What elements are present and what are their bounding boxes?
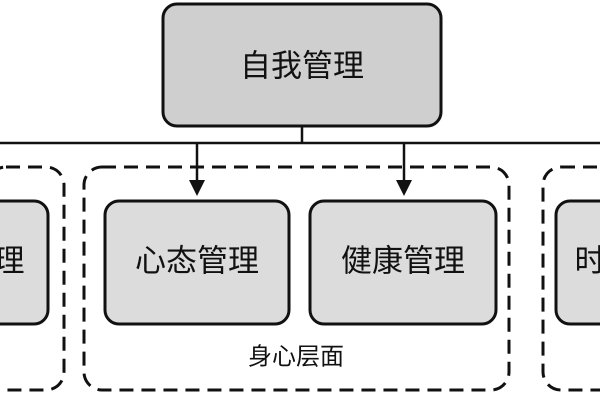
left-partial-dashed-border xyxy=(0,165,66,392)
body-mind-group-border xyxy=(82,165,511,392)
mindset-management-box xyxy=(103,199,291,326)
right-partial-box-label: 时 xyxy=(575,244,600,280)
mindset-arrow-icon xyxy=(189,180,205,196)
health-management-label: 健康管理 xyxy=(341,244,465,280)
health-management-box xyxy=(308,199,498,326)
body-mind-group-label: 身心层面 xyxy=(248,343,344,371)
health-arrow-icon xyxy=(396,180,412,196)
left-partial-group: 理 xyxy=(0,165,66,392)
left-partial-box-label: 理 xyxy=(0,244,25,280)
right-partial-group: 时 xyxy=(541,165,600,392)
mindset-management-label: 心态管理 xyxy=(135,244,259,280)
center-group: 心态管理 健康管理 身心层面 xyxy=(82,165,511,392)
right-partial-dashed-border xyxy=(541,165,600,392)
root-label: 自我管理 xyxy=(240,49,364,85)
right-partial-box xyxy=(554,199,600,326)
connector-lines xyxy=(0,126,600,196)
left-partial-box xyxy=(0,199,50,326)
root-node: 自我管理 xyxy=(161,2,443,128)
